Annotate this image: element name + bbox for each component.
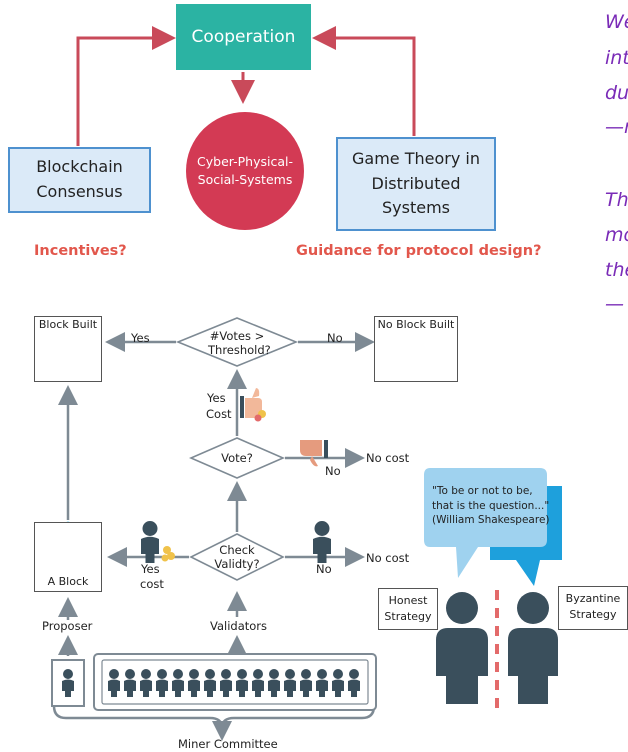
check-validity-line2: Validty? — [214, 557, 260, 572]
quote-line1: "To be or not to be, — [432, 485, 533, 497]
proposer-label: Proposer — [42, 619, 93, 633]
threshold-yes-label: Yes — [131, 331, 150, 345]
quote-fragment-7: the — [605, 259, 628, 281]
vote-text: Vote? — [221, 451, 253, 465]
check-no-label: No — [316, 562, 332, 576]
check-cost-label: cost — [140, 577, 164, 591]
quote-fragment-8: — — [605, 293, 624, 315]
votes-threshold-text: #Votes > Threshold? — [208, 329, 271, 358]
byzantine-strategy-line1: Byzantine — [565, 592, 621, 605]
votes-threshold-diamond — [175, 317, 299, 367]
votes-threshold-line1: #Votes > — [209, 329, 265, 343]
honest-strategy-line1: Honest — [388, 594, 428, 607]
quote-line3: (William Shakespeare) — [432, 514, 550, 527]
threshold-no-label: No — [327, 331, 343, 345]
quote-fragment-4: —r — [605, 116, 628, 138]
shakespeare-quote: "To be or not to be, that is the questio… — [432, 484, 550, 528]
check-no-cost-label: No cost — [366, 551, 410, 565]
block-built-label: Block Built — [38, 318, 98, 331]
byzantine-strategy-line2: Strategy — [569, 607, 617, 621]
quote-fragment-3: du — [605, 82, 628, 104]
a-block-label: A Block — [47, 575, 89, 588]
a-block-box: A Block — [34, 522, 102, 592]
vote-cost-label: Cost — [206, 407, 232, 421]
vote-no-cost-label: No cost — [366, 451, 410, 465]
game-theory-box: Game Theory in Distributed Systems — [336, 137, 496, 231]
vote-diamond — [188, 437, 286, 479]
cps-circle: Cyber-Physical- Social-Systems — [186, 112, 304, 230]
honest-strategy-line2: Strategy — [384, 609, 432, 623]
gametheory-label-line2: Distributed — [371, 173, 461, 193]
cps-label-line1: Cyber-Physical- — [197, 153, 293, 169]
vote-yes-label: Yes — [207, 391, 226, 405]
thumbs-down-icon — [300, 440, 328, 467]
validators-label: Validators — [210, 619, 268, 633]
check-yes-label: Yes — [141, 562, 160, 576]
top-connectors — [76, 26, 416, 146]
honest-strategy-box: Honest Strategy — [378, 588, 438, 630]
arrow-blockchain-to-cooperation — [76, 26, 176, 146]
quote-fragment-6: mo — [605, 224, 628, 246]
gametheory-label-line1: Game Theory in — [352, 148, 480, 168]
quote-fragment-2: int — [605, 47, 628, 69]
vote-no-label: No — [325, 464, 341, 478]
quote-fragment-1: We — [605, 11, 628, 33]
block-built-box: Block Built — [34, 316, 102, 382]
incentives-label: Incentives? — [34, 243, 127, 259]
speech-bubble-front — [424, 468, 547, 578]
quote-fragment-5: Th — [605, 189, 628, 211]
check-validity-diamond — [189, 533, 285, 581]
arrow-gametheory-to-cooperation — [312, 26, 416, 136]
blockchain-label-line2: Consensus — [36, 182, 123, 201]
cps-label-line2: Social-Systems — [197, 172, 293, 187]
byzantine-person-icon — [508, 592, 558, 704]
no-block-built-box: No Block Built — [374, 316, 458, 382]
no-block-built-label: No Block Built — [377, 318, 455, 331]
byzantine-strategy-box: Byzantine Strategy — [558, 586, 628, 630]
blockchain-consensus-box: Blockchain Consensus — [8, 147, 151, 213]
guidance-label: Guidance for protocol design? — [296, 243, 542, 259]
gametheory-label-line3: Systems — [381, 198, 450, 218]
honest-person-icon — [436, 592, 488, 704]
cooperation-label: Cooperation — [191, 27, 296, 47]
miner-committee-label: Miner Committee — [178, 737, 278, 751]
quote-line2: that is the question..." — [432, 499, 550, 512]
thumbs-up-icon — [240, 388, 266, 422]
votes-threshold-line2: Threshold? — [208, 343, 271, 358]
check-validity-text: Check Validty? — [206, 543, 268, 572]
check-validity-line1: Check — [219, 543, 255, 557]
blockchain-label-line1: Blockchain — [36, 157, 123, 177]
cooperation-box: Cooperation — [176, 4, 311, 70]
